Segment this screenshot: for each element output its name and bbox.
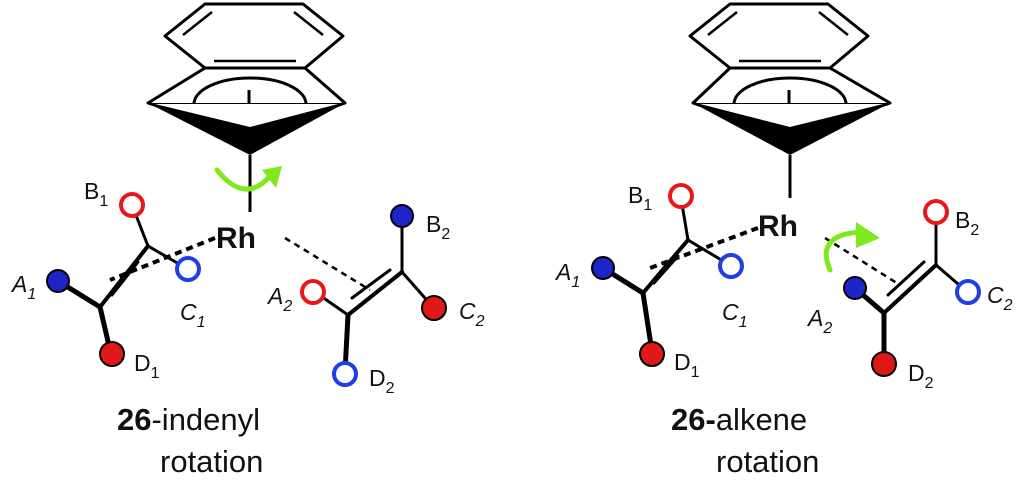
label-a2: A2 <box>806 305 832 337</box>
a2-atom <box>300 279 326 305</box>
arrowhead-icon <box>262 166 282 188</box>
curved-arrow-icon <box>214 167 273 192</box>
metal-label: Rh <box>758 210 798 243</box>
wedge-bond <box>148 103 345 155</box>
rh-alkene1-bond <box>109 236 216 282</box>
label-c2: C2 <box>987 282 1013 314</box>
b2-atom <box>923 199 949 225</box>
label-b2: B2 <box>955 207 979 239</box>
label-b2: B2 <box>426 211 450 243</box>
label-a2: A2 <box>266 283 292 315</box>
label-d2: D2 <box>369 365 395 397</box>
d1-atom <box>639 341 665 367</box>
caption-line2: rotation <box>716 444 819 479</box>
alkene-1 <box>55 203 188 353</box>
alkene-2 <box>852 212 967 365</box>
label-d1: D1 <box>134 350 160 382</box>
curved-arrow-icon <box>823 229 863 273</box>
d2-atom <box>332 361 358 387</box>
panel-alkene-rotation: Rh <box>554 2 1013 479</box>
wedge-bond <box>693 103 890 155</box>
label-c2: C2 <box>459 298 485 330</box>
c1-atom <box>718 253 744 279</box>
label-b1: B1 <box>84 178 108 210</box>
b1-atom <box>119 192 145 218</box>
caption-line1: 26-indenyl <box>117 402 260 437</box>
metal-label: Rh <box>216 222 256 255</box>
a1-atom <box>591 256 615 280</box>
label-d1: D1 <box>674 349 700 381</box>
label-b1: B1 <box>628 182 652 214</box>
rh-alkene2-bond <box>824 236 901 287</box>
a1-atom <box>46 269 70 293</box>
a2-atom <box>843 276 867 300</box>
label-a1: A1 <box>554 259 580 291</box>
b1-atom <box>668 183 694 209</box>
rh-alkene2-bond <box>284 236 371 292</box>
caption-line2: rotation <box>160 444 263 479</box>
d2-atom <box>871 351 897 377</box>
label-a1: A1 <box>10 271 36 303</box>
b2-atom <box>390 204 414 228</box>
c1-atom <box>175 256 201 282</box>
label-c1: C1 <box>722 299 748 331</box>
caption-line1: 26-alkene <box>671 402 807 437</box>
panel-indenyl-rotation: Rh A1 <box>10 2 485 479</box>
arrowhead-icon <box>856 222 880 248</box>
d1-atom <box>99 341 125 367</box>
c2-atom <box>955 279 981 305</box>
alkene-2 <box>313 216 434 375</box>
c2-atom <box>421 295 447 321</box>
alkene-1 <box>600 196 730 355</box>
label-c1: C1 <box>180 299 206 331</box>
label-d2: D2 <box>908 360 934 392</box>
